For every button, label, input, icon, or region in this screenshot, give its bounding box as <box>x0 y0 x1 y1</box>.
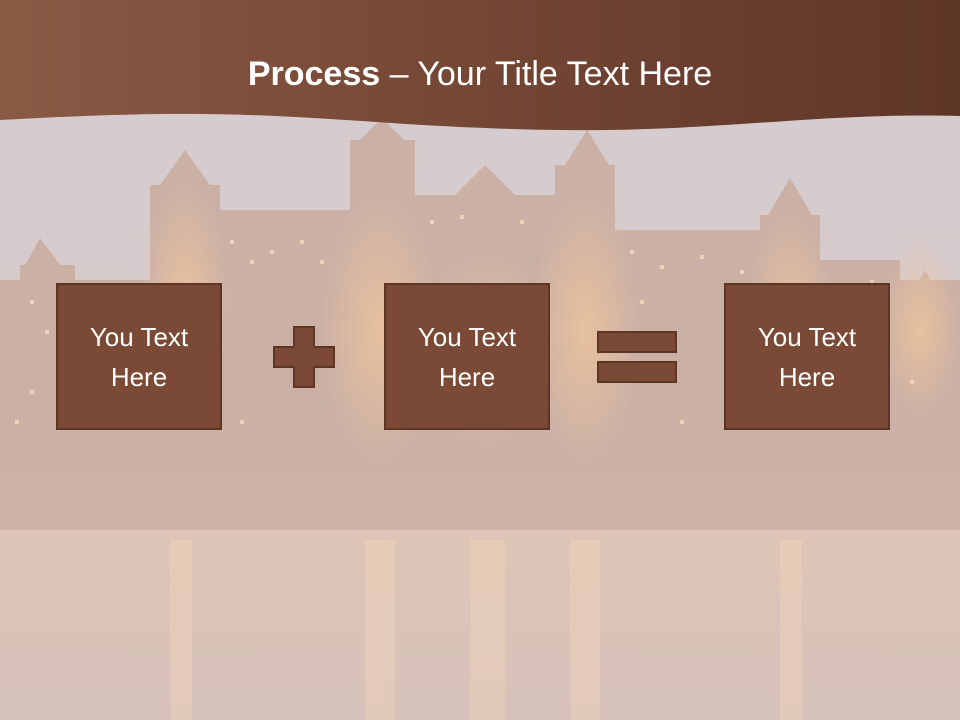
process-box-3[interactable]: You Text Here <box>724 283 890 430</box>
process-box-3-text: You Text Here <box>757 321 857 392</box>
slide-title: Process – Your Title Text Here <box>0 52 960 96</box>
plus-icon <box>273 326 335 388</box>
title-rest: – Your Title Text Here <box>380 55 713 93</box>
header-band <box>0 0 960 131</box>
process-box-2[interactable]: You Text Here <box>384 283 550 430</box>
process-box-2-text: You Text Here <box>417 321 517 392</box>
equals-icon <box>597 331 677 383</box>
title-bold: Process <box>247 55 381 93</box>
process-box-1-text: You Text Here <box>89 321 189 392</box>
process-box-1[interactable]: You Text Here <box>56 283 222 430</box>
